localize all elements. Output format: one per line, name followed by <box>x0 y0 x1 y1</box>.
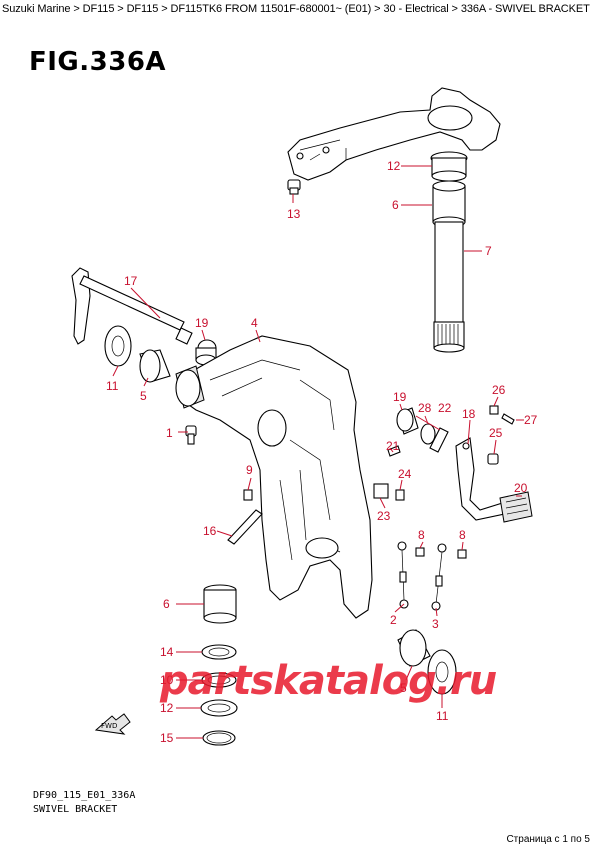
screw-24 <box>395 489 405 501</box>
callout-14[interactable]: 14 <box>160 645 174 659</box>
diagram-code: DF90_115_E01_336A <box>33 790 136 801</box>
seal-10 <box>201 672 237 688</box>
callout-22[interactable]: 22 <box>438 401 452 415</box>
nut-25 <box>487 453 499 465</box>
callout-1[interactable]: 1 <box>166 426 173 440</box>
diagram-name: SWIVEL BRACKET <box>33 804 118 815</box>
steering-arm <box>287 87 501 181</box>
callout-9[interactable]: 9 <box>246 463 253 477</box>
callout-25[interactable]: 25 <box>489 426 503 440</box>
screw-9 <box>243 489 253 501</box>
callout-19-right[interactable]: 19 <box>393 390 407 404</box>
bushing-5-left <box>139 349 171 383</box>
callout-15[interactable]: 15 <box>160 731 174 745</box>
callout-6-top[interactable]: 6 <box>392 198 399 212</box>
ground-lead-2 <box>397 541 409 609</box>
swivel-bracket <box>175 335 373 619</box>
callout-7[interactable]: 7 <box>485 244 492 258</box>
bushing-19-left <box>195 339 217 366</box>
bushing-5-right <box>397 629 431 667</box>
figure-title: FIG.336A <box>29 47 167 77</box>
callout-13[interactable]: 13 <box>287 207 301 221</box>
callout-12-bottom[interactable]: 12 <box>160 701 174 715</box>
pin-27 <box>501 413 515 425</box>
callout-numbers: 12 6 13 7 17 19 4 11 5 1 19 28 22 26 18 … <box>106 159 538 745</box>
lever-16 <box>227 509 263 545</box>
callout-16[interactable]: 16 <box>203 524 217 538</box>
callout-5-left[interactable]: 5 <box>140 389 147 403</box>
trim-sensor-20 <box>499 491 533 523</box>
callout-19-left[interactable]: 19 <box>195 316 209 330</box>
screw-8-left <box>415 547 425 557</box>
callout-6-bottom[interactable]: 6 <box>163 597 170 611</box>
clip-21 <box>387 445 401 457</box>
callout-8-left[interactable]: 8 <box>418 528 425 542</box>
fwd-arrow-icon: FWD <box>94 713 131 735</box>
fwd-label: FWD <box>101 722 117 730</box>
bolt-1 <box>185 425 197 445</box>
callout-11-right[interactable]: 11 <box>436 709 449 723</box>
callout-3[interactable]: 3 <box>432 617 439 631</box>
callout-20[interactable]: 20 <box>514 481 528 495</box>
ring-15 <box>202 730 236 746</box>
page-indicator: Страница с 1 по 5 <box>506 834 590 845</box>
callout-12-top[interactable]: 12 <box>387 159 401 173</box>
steering-shaft <box>430 151 468 353</box>
bushing-6-lower <box>203 584 237 624</box>
washer-14 <box>201 644 237 660</box>
callout-24[interactable]: 24 <box>398 467 412 481</box>
bushing-19-right <box>396 407 419 435</box>
watermark: partskatalog.ru <box>160 658 497 704</box>
callout-10[interactable]: 10 <box>160 673 174 687</box>
callout-17[interactable]: 17 <box>124 274 138 288</box>
callout-11-left[interactable]: 11 <box>106 379 119 393</box>
nut-26 <box>489 405 499 415</box>
clamp-23 <box>373 483 389 499</box>
screw-8-right <box>457 549 467 559</box>
callout-4[interactable]: 4 <box>251 316 258 330</box>
callout-8-right[interactable]: 8 <box>459 528 466 542</box>
ground-lead-3 <box>431 543 447 611</box>
callout-28[interactable]: 28 <box>418 401 432 415</box>
breadcrumb[interactable]: Suzuki Marine > DF115 > DF115 > DF115TK6… <box>2 3 590 15</box>
bolt-13 <box>287 179 301 195</box>
callout-2[interactable]: 2 <box>390 613 397 627</box>
leader-lines <box>112 165 524 739</box>
callout-27[interactable]: 27 <box>524 413 538 427</box>
plate-22 <box>429 427 449 453</box>
callout-23[interactable]: 23 <box>377 509 391 523</box>
callout-5-right[interactable]: 5 <box>400 681 407 695</box>
callout-18[interactable]: 18 <box>462 407 476 421</box>
callout-21[interactable]: 21 <box>386 439 400 453</box>
washer-11-left <box>104 325 132 367</box>
callout-26[interactable]: 26 <box>492 383 506 397</box>
